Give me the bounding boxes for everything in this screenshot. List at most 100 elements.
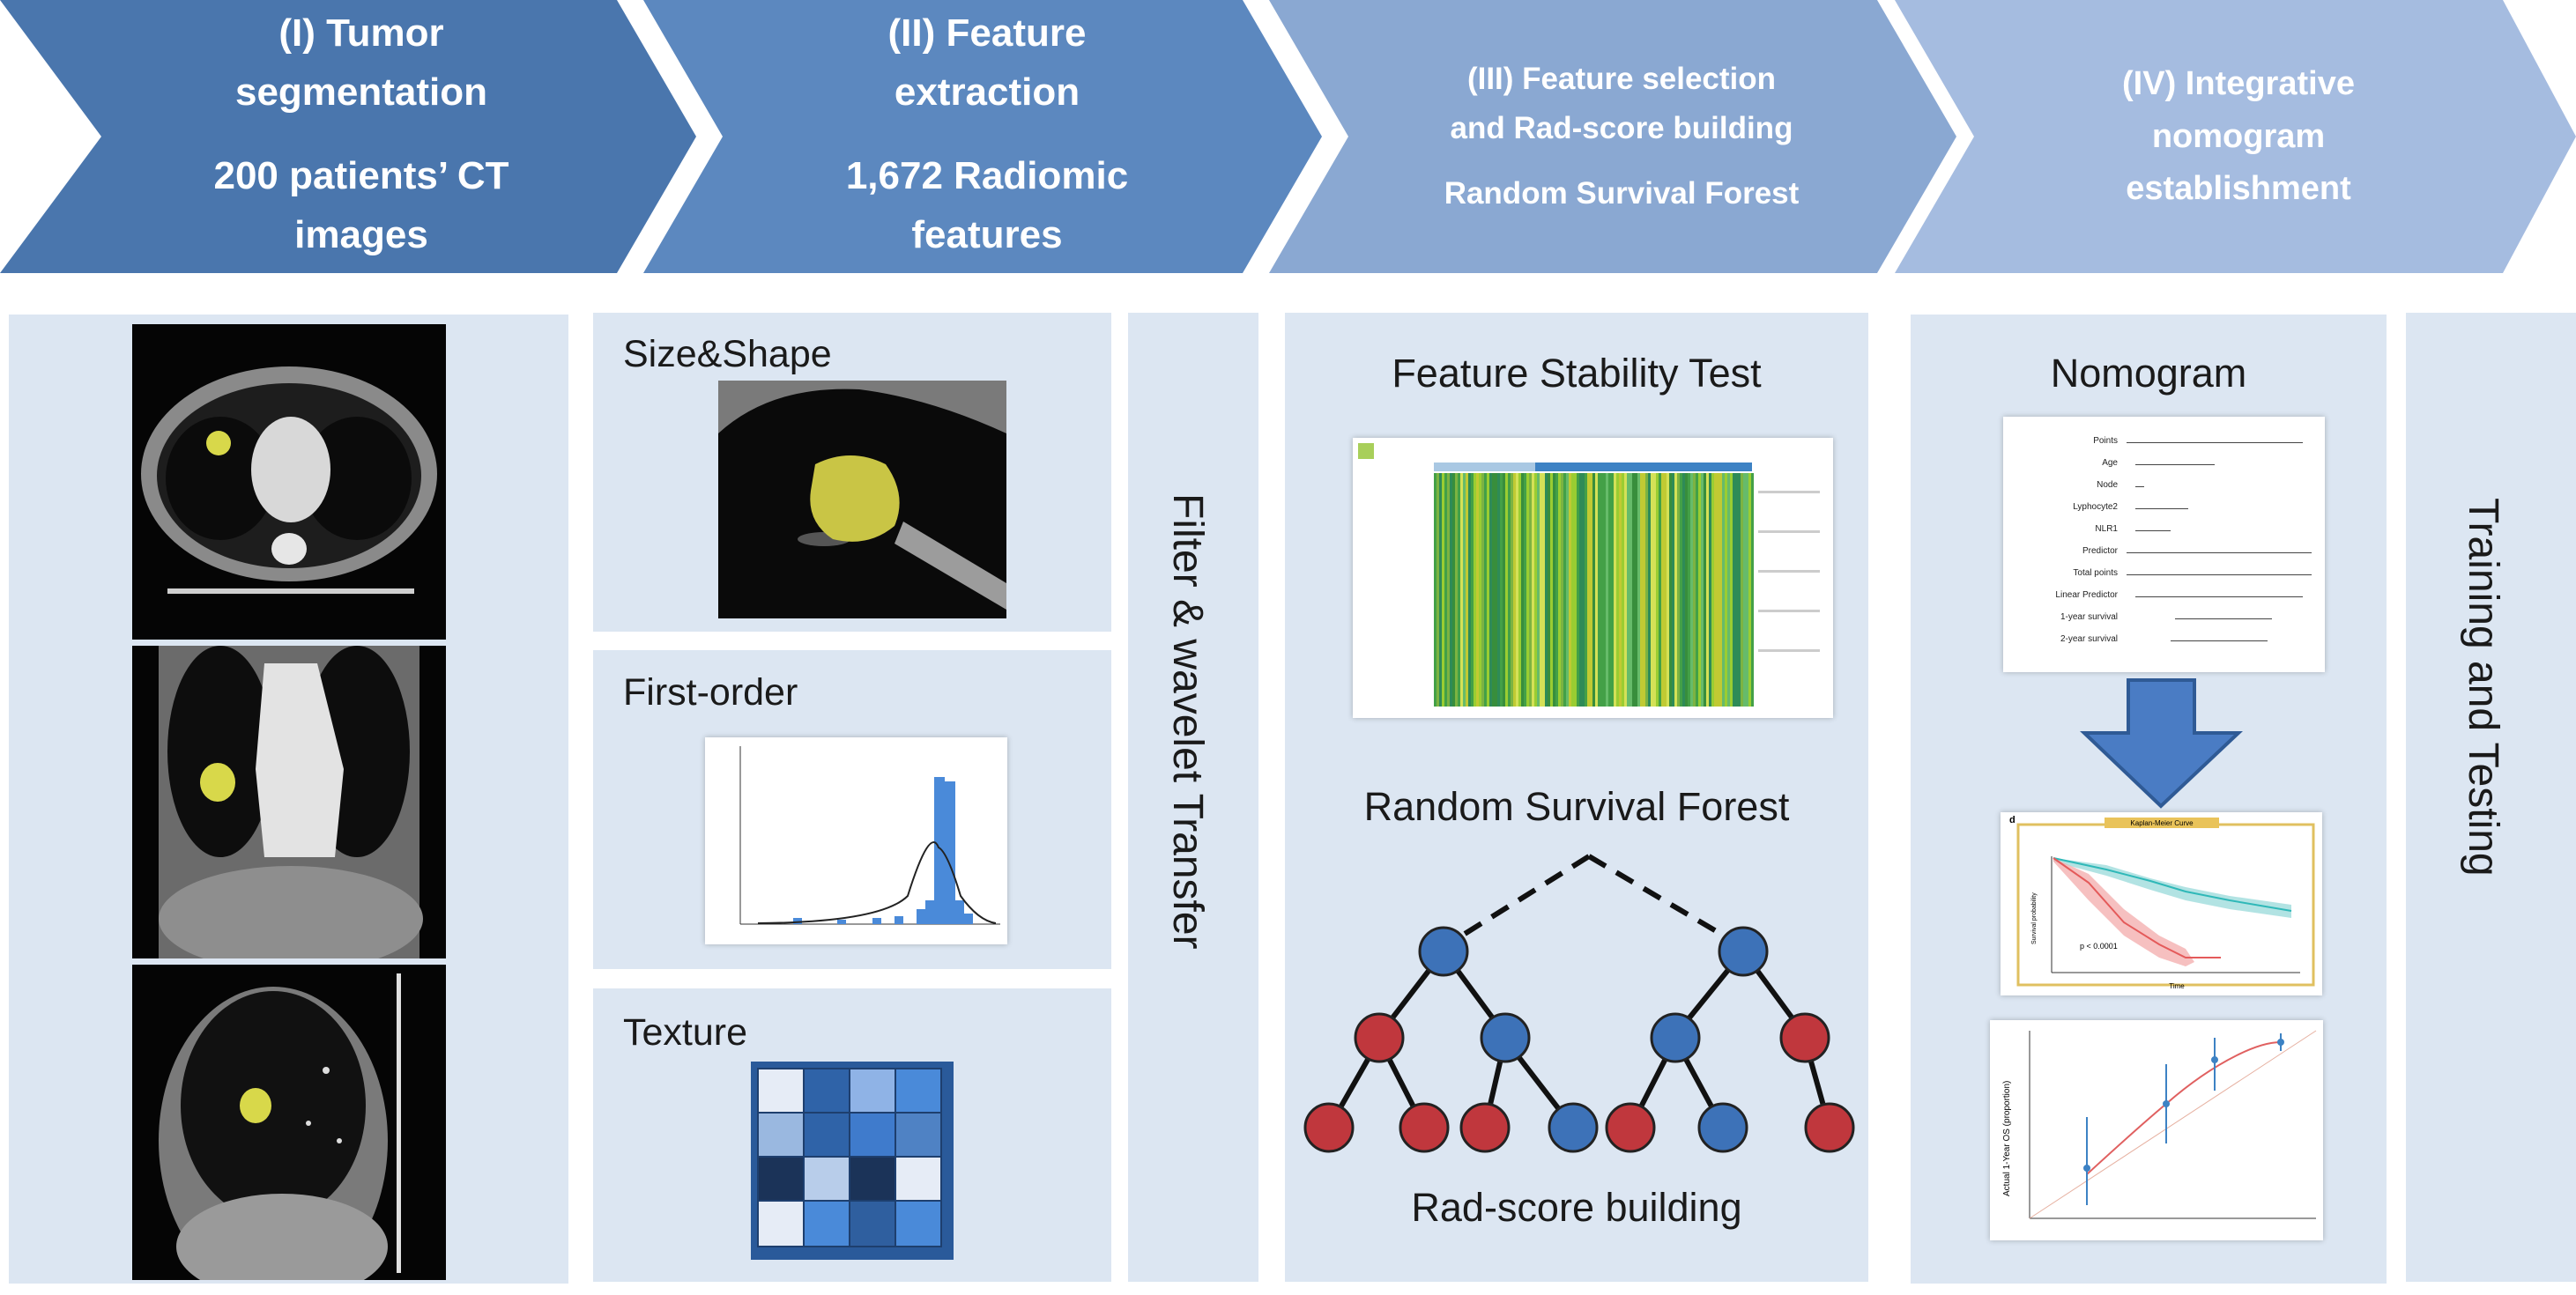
heatmap-column: [1516, 473, 1518, 707]
nomogram-row-axis: [2175, 618, 2272, 619]
nomogram-row: NLR1: [2003, 522, 2325, 544]
heatmap-column: [1717, 473, 1719, 707]
step-2-label: (II) Feature extraction 1,672 Radiomic f…: [845, 11, 1129, 256]
nomogram-row: Node: [2003, 478, 2325, 500]
heatmap-column: [1540, 473, 1542, 707]
heatmap-column: [1458, 473, 1460, 707]
first-order-title: First-order: [623, 671, 798, 714]
nomogram-row: 2-year survival: [2003, 633, 2325, 655]
tree-leaf: [1303, 1102, 1355, 1153]
nomogram-row-label: NLR1: [2095, 524, 2118, 534]
heatmap-column: [1495, 473, 1497, 707]
nomogram-title: Nomogram: [2050, 351, 2247, 396]
heatmap-column: [1746, 473, 1748, 707]
first-order-histogram: [705, 737, 1007, 944]
nomogram-row: Age: [2003, 456, 2325, 478]
heatmap-column: [1730, 473, 1733, 707]
calibration-ylabel: Actual 1-Year OS (proportion): [2002, 1081, 2012, 1196]
heatmap-column: [1680, 473, 1682, 707]
heatmap-column: [1719, 473, 1722, 707]
nomogram-row: 1-year survival: [2003, 610, 2325, 633]
km-ylabel: Survival probability: [2031, 892, 2038, 944]
nomogram-row-label: Points: [2093, 436, 2118, 446]
heatmap-column: [1579, 473, 1582, 707]
heatmap-column: [1743, 473, 1746, 707]
heatmap-column: [1669, 473, 1672, 707]
heatmap-column: [1611, 473, 1614, 707]
ct-coronal-image: [132, 646, 446, 958]
heatmap-column: [1690, 473, 1693, 707]
tree-leaf: [1804, 1102, 1855, 1153]
heatmap-column: [1711, 473, 1714, 707]
heatmap-column: [1738, 473, 1741, 707]
nomogram-row: Points: [2003, 434, 2325, 456]
heatmap-column: [1651, 473, 1653, 707]
heatmap-column: [1748, 473, 1751, 707]
heatmap-column: [1606, 473, 1608, 707]
tree-node-root-right: [1718, 926, 1769, 977]
heatmap-column: [1608, 473, 1611, 707]
heatmap-column: [1571, 473, 1574, 707]
ct-sagittal-image: [132, 965, 446, 1280]
heatmap-column: [1587, 473, 1590, 707]
heatmap-column: [1532, 473, 1534, 707]
nomogram-row-axis: [2135, 464, 2215, 465]
heatmap-column: [1558, 473, 1561, 707]
filter-panel: [1128, 313, 1258, 1282]
km-title: Kaplan-Meier Curve: [2130, 819, 2194, 827]
heatmap-column: [1685, 473, 1688, 707]
heatmap-column: [1484, 473, 1487, 707]
heatmap-column: [1698, 473, 1701, 707]
step-1-arrow: [0, 0, 696, 273]
texture-matrix: [751, 1062, 954, 1260]
heatmap-column: [1471, 473, 1474, 707]
survival-forest-tree: [1303, 854, 1855, 1153]
nomogram-row-label: Age: [2102, 458, 2118, 468]
heatmap-column: [1661, 473, 1664, 707]
heatmap-column: [1474, 473, 1476, 707]
nomogram-row: Lyphocyte2: [2003, 500, 2325, 522]
heatmap-column: [1635, 473, 1637, 707]
tree-node: [1779, 1012, 1830, 1063]
heatmap-column: [1733, 473, 1735, 707]
nomogram-row-axis: [2135, 596, 2303, 597]
stability-heatmap: [1353, 438, 1833, 718]
heatmap-column: [1677, 473, 1680, 707]
heatmap-column: [1709, 473, 1711, 707]
heatmap-column: [1741, 473, 1743, 707]
heatmap-column: [1682, 473, 1685, 707]
heatmap-column: [1622, 473, 1624, 707]
heatmap-column: [1714, 473, 1717, 707]
nomogram-row-axis: [2127, 574, 2312, 575]
step-4-label: (IV) Integrative nomogram establishment: [2122, 65, 2355, 207]
stability-title: Feature Stability Test: [1392, 351, 1762, 396]
heatmap-column: [1688, 473, 1690, 707]
nomogram-row: Linear Predictor: [2003, 588, 2325, 610]
heatmap-column: [1450, 473, 1452, 707]
heatmap-column: [1640, 473, 1643, 707]
heatmap-column: [1513, 473, 1516, 707]
heatmap-column: [1503, 473, 1505, 707]
km-xlabel: Time: [2169, 982, 2185, 990]
heatmap-column: [1511, 473, 1513, 707]
nomogram-row-axis: [2127, 442, 2303, 443]
heatmap-column: [1664, 473, 1667, 707]
nomogram-row: Total points: [2003, 566, 2325, 588]
nomogram-row-axis: [2135, 530, 2171, 531]
tree-node: [1354, 1012, 1405, 1063]
nomogram-row-axis: [2127, 552, 2312, 553]
heatmap-column: [1751, 473, 1754, 707]
nomogram-row-label: 2-year survival: [2060, 634, 2118, 644]
heatmap-column: [1529, 473, 1532, 707]
heatmap-column: [1542, 473, 1545, 707]
heatmap-column: [1524, 473, 1526, 707]
radscore-title: Rad-score building: [1411, 1185, 1742, 1230]
heatmap-column: [1696, 473, 1698, 707]
heatmap-column: [1545, 473, 1548, 707]
heatmap-column: [1518, 473, 1521, 707]
heatmap-column: [1500, 473, 1503, 707]
heatmap-column: [1526, 473, 1529, 707]
heatmap-column: [1452, 473, 1455, 707]
heatmap-column: [1442, 473, 1444, 707]
heatmap-column: [1600, 473, 1603, 707]
